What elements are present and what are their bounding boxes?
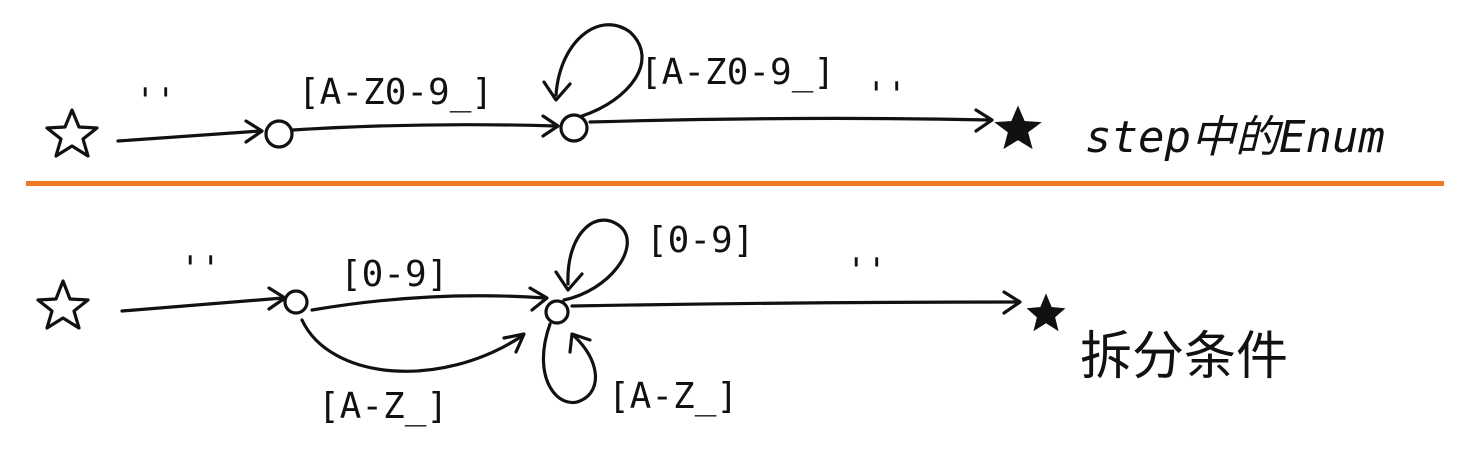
top-arrowhead-s1 bbox=[244, 119, 264, 144]
bottom-label-s2-loop-digits: [0-9] bbox=[646, 220, 754, 261]
top-label-start-to-s1: '' bbox=[135, 81, 176, 121]
bottom-arrowhead-end bbox=[1002, 290, 1022, 315]
bottom-self-loop-top bbox=[562, 218, 629, 302]
bottom-self-loop-bottom bbox=[541, 322, 597, 405]
bottom-label-s1-to-s2-digits: [0-9] bbox=[340, 254, 448, 295]
top-arrowhead-end bbox=[974, 108, 994, 133]
top-label-s1-to-s2: [A-Z0-9_] bbox=[298, 72, 493, 113]
top-arrowhead-s2 bbox=[541, 114, 560, 138]
bottom-state-2 bbox=[544, 299, 570, 325]
bottom-edge-s1-to-s2-digits bbox=[310, 294, 547, 312]
bottom-label-s2-loop-letters: [A-Z_] bbox=[608, 376, 738, 417]
bottom-arrowhead-s2-b bbox=[502, 332, 526, 354]
bottom-arrowhead-s2-a bbox=[528, 286, 549, 312]
bottom-label-s2-to-end: '' bbox=[846, 251, 887, 291]
top-loop-arrowhead bbox=[542, 80, 572, 102]
top-diagram: '' [A-Z0-9_] [A-Z0-9_] '' step中的Enum bbox=[45, 23, 1385, 163]
bottom-loop-top-arrowhead bbox=[554, 270, 584, 292]
top-state-2 bbox=[559, 113, 589, 143]
top-edge-s2-to-end bbox=[588, 116, 992, 124]
bottom-label-s1-to-s2-letters: [A-Z_] bbox=[318, 386, 448, 427]
top-label-s2-loop: [A-Z0-9_] bbox=[640, 52, 835, 93]
top-self-loop bbox=[554, 23, 644, 118]
bottom-state-1 bbox=[283, 289, 309, 315]
top-label-s2-to-end: '' bbox=[866, 75, 907, 115]
bottom-label-start-to-s1: '' bbox=[180, 249, 221, 289]
top-state-1 bbox=[264, 119, 294, 149]
bottom-edge-s2-to-end bbox=[570, 300, 1020, 308]
section-divider bbox=[26, 181, 1444, 186]
bottom-edge-start-to-s1 bbox=[120, 296, 285, 313]
star-filled-icon bbox=[994, 105, 1042, 150]
bottom-caption: 拆分条件 bbox=[1080, 327, 1288, 387]
top-edge-s1-to-s2 bbox=[291, 123, 558, 132]
star-outline-icon bbox=[45, 108, 99, 158]
bottom-diagram: '' [0-9] [A-Z_] [0-9] [A-Z_] '' 拆分条件 bbox=[36, 218, 1288, 427]
star-outline-icon bbox=[36, 279, 90, 330]
top-edge-start-to-s1 bbox=[116, 129, 262, 143]
bottom-edge-s1-to-s2-letters bbox=[300, 318, 524, 373]
bottom-loop-bottom-arrowhead bbox=[568, 332, 592, 354]
star-filled-icon bbox=[1026, 293, 1066, 332]
top-caption: step中的Enum bbox=[1085, 112, 1385, 163]
